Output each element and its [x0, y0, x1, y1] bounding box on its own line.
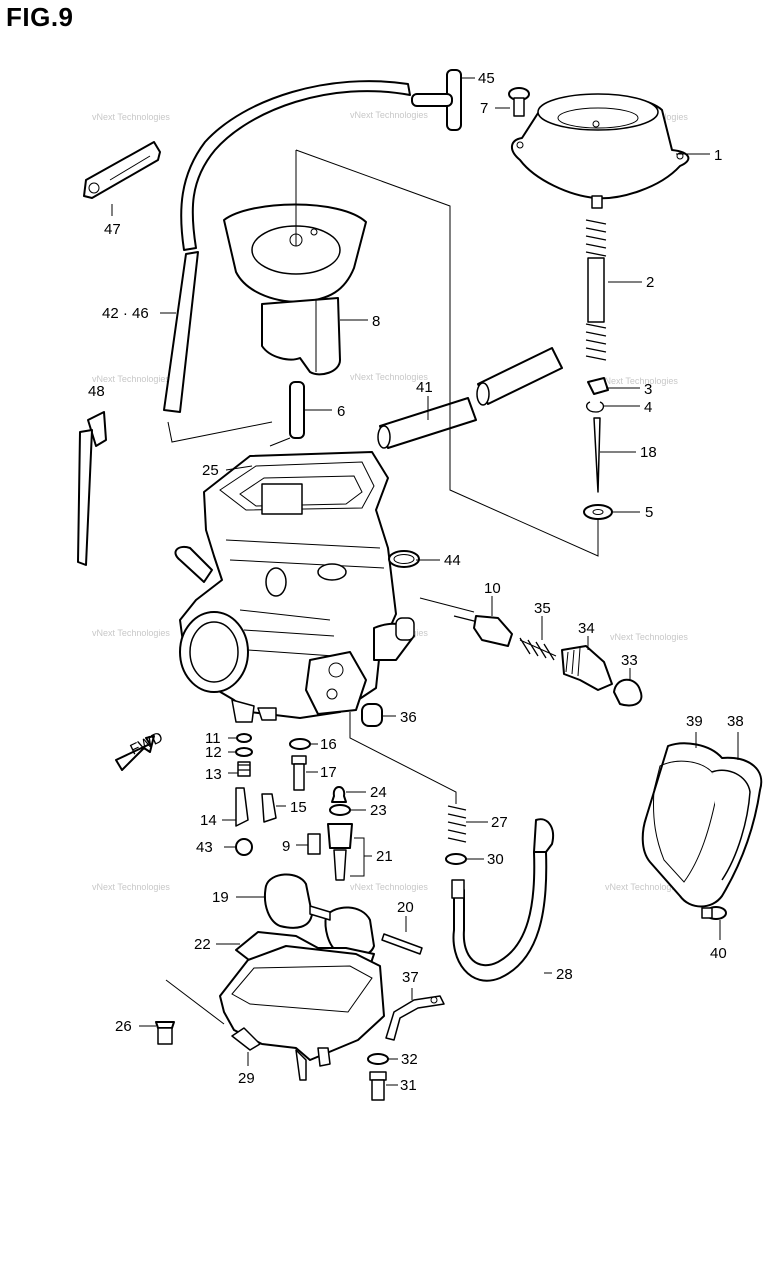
- part-float-valve: [327, 786, 353, 881]
- callout-23: 23: [370, 802, 387, 819]
- callout-9: 9: [282, 838, 290, 855]
- part-plunger-spring: [519, 637, 557, 661]
- callout-43: 43: [196, 839, 213, 856]
- callout-26: 26: [115, 1018, 132, 1035]
- callout-6: 6: [337, 403, 345, 420]
- callout-27: 27: [491, 814, 508, 831]
- part-jet-needle: [593, 417, 601, 493]
- callout-20: 20: [397, 899, 414, 916]
- watermark: vNext Technologies: [350, 110, 428, 120]
- fwd-arrow-icon: FWD: [115, 729, 166, 771]
- callout-28: 28: [556, 966, 573, 983]
- callout-47: 47: [104, 221, 121, 238]
- part-jet-plug: [307, 833, 321, 855]
- callout-30: 30: [487, 851, 504, 868]
- part-needle-clip: [585, 377, 609, 413]
- part-drain-spring: [445, 805, 467, 865]
- callout-19: 19: [212, 889, 229, 906]
- callout-2: 2: [646, 274, 654, 291]
- part-t-joint: [411, 69, 475, 131]
- callout-10: 10: [484, 580, 501, 597]
- part-spring: [585, 219, 607, 361]
- callout-17: 17: [320, 764, 337, 781]
- part-drain-hose: [451, 818, 554, 982]
- callout-4: 4: [644, 399, 652, 416]
- part-o-ring: [388, 550, 420, 568]
- callout-15: 15: [290, 799, 307, 816]
- callout-48: 48: [88, 383, 105, 400]
- part-fuel-hose: [163, 80, 411, 413]
- callout-7: 7: [480, 100, 488, 117]
- callout-22: 22: [194, 936, 211, 953]
- callout-25: 25: [202, 462, 219, 479]
- part-bracket: [385, 995, 445, 1041]
- leader-lines: [111, 77, 739, 1086]
- callout-labels: 1 2 3 4 5 6 7 8 9 10 11 12 13 14 15 16 1…: [88, 70, 744, 1094]
- watermark: vNext Technologies: [350, 372, 428, 382]
- callout-5: 5: [645, 504, 653, 521]
- callout-39: 39: [686, 713, 703, 730]
- callout-38: 38: [727, 713, 744, 730]
- part-float-bowl: [219, 945, 385, 1081]
- part-side-cover: [641, 742, 763, 908]
- callout-42-46: 42 · 46: [102, 305, 149, 322]
- callout-32: 32: [401, 1051, 418, 1068]
- part-rubber-cap: [361, 703, 383, 727]
- callout-24: 24: [370, 784, 387, 801]
- callout-18: 18: [640, 444, 657, 461]
- callout-31: 31: [400, 1077, 417, 1094]
- watermark: vNext Technologies: [610, 632, 688, 642]
- callout-44: 44: [444, 552, 461, 569]
- callout-37: 37: [402, 969, 419, 986]
- watermark: vNext Technologies: [92, 374, 170, 384]
- part-starter-plunger: [561, 645, 613, 691]
- part-small-jets: [235, 733, 277, 856]
- part-pipe: [289, 381, 305, 439]
- part-washer: [583, 504, 613, 520]
- part-cover-screw: [701, 906, 727, 920]
- part-top-cap: [511, 93, 690, 209]
- part-bowl-screws: [155, 1021, 261, 1051]
- watermark: vNext Technologies: [350, 882, 428, 892]
- callout-35: 35: [534, 600, 551, 617]
- part-hose-clamp: [83, 141, 161, 199]
- callout-21: 21: [376, 848, 393, 865]
- callout-8: 8: [372, 313, 380, 330]
- part-main-jet-holder: [289, 738, 311, 791]
- figure-title: FIG.9: [6, 2, 74, 32]
- callout-13: 13: [205, 766, 222, 783]
- callout-41: 41: [416, 379, 433, 396]
- watermark: vNext Technologies: [605, 882, 683, 892]
- callout-12: 12: [205, 744, 222, 761]
- watermark: vNext Technologies: [92, 628, 170, 638]
- part-screw: [508, 87, 530, 117]
- callout-11: 11: [205, 730, 221, 747]
- part-vent-hose: [377, 347, 563, 449]
- callout-40: 40: [710, 945, 727, 962]
- assembly-lines: [165, 149, 599, 1025]
- part-plunger-cap: [613, 678, 643, 707]
- callout-33: 33: [621, 652, 638, 669]
- callout-34: 34: [578, 620, 595, 637]
- part-float-pin: [381, 933, 423, 955]
- callout-3: 3: [644, 381, 652, 398]
- callout-14: 14: [200, 812, 217, 829]
- part-float: [264, 873, 375, 957]
- callout-1: 1: [714, 147, 722, 164]
- callout-29: 29: [238, 1070, 255, 1087]
- part-diaphragm-piston: [223, 150, 367, 376]
- part-cable-tie: [77, 411, 107, 566]
- direction-label: FWD: [128, 729, 166, 759]
- watermark: vNext Technologies: [92, 882, 170, 892]
- callout-36: 36: [400, 709, 417, 726]
- part-throttle-stop-screw: [453, 615, 513, 647]
- part-carburetor-body: [174, 451, 415, 723]
- watermark: vNext Technologies: [600, 376, 678, 386]
- watermark: vNext Technologies: [92, 112, 170, 122]
- part-drain-screw: [367, 1053, 389, 1101]
- callout-16: 16: [320, 736, 337, 753]
- callout-45: 45: [478, 70, 495, 87]
